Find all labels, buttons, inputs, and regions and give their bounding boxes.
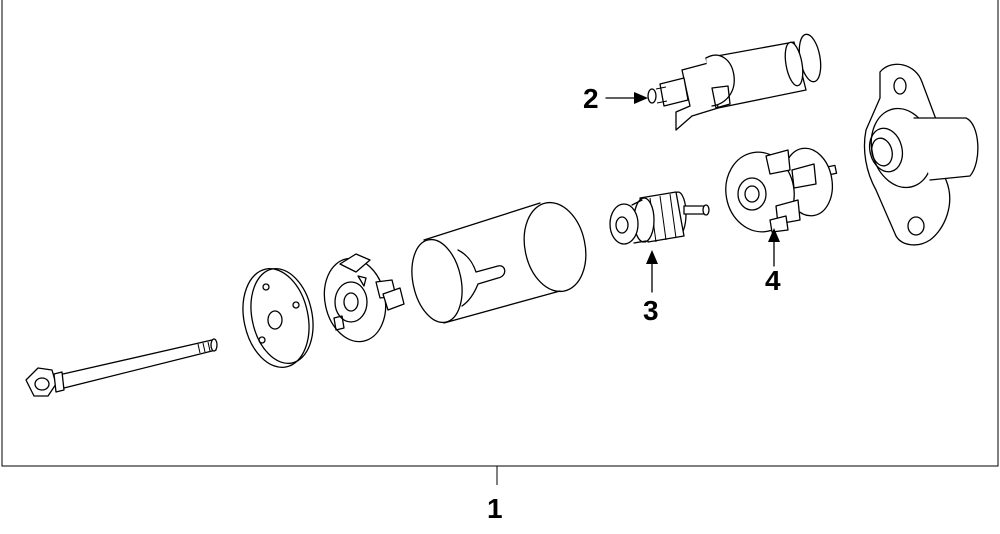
drive-end-housing (863, 63, 979, 246)
callout-3: 3 (643, 295, 659, 326)
callout-arrow-4 (768, 228, 780, 267)
callout-4: 4 (765, 265, 781, 296)
brush-holder (323, 253, 405, 343)
solenoid (647, 33, 822, 131)
callout-2: 2 (583, 83, 599, 114)
callout-arrow-2 (605, 92, 648, 104)
assembly-bracket (1, 0, 999, 485)
yoke-field-frame (411, 201, 587, 324)
callout-1: 1 (487, 493, 503, 524)
callout-arrow-3 (646, 250, 658, 293)
drive-housing-part (725, 147, 838, 233)
armature (609, 191, 710, 245)
through-bolt (25, 338, 218, 397)
end-cover-plate (242, 267, 314, 369)
